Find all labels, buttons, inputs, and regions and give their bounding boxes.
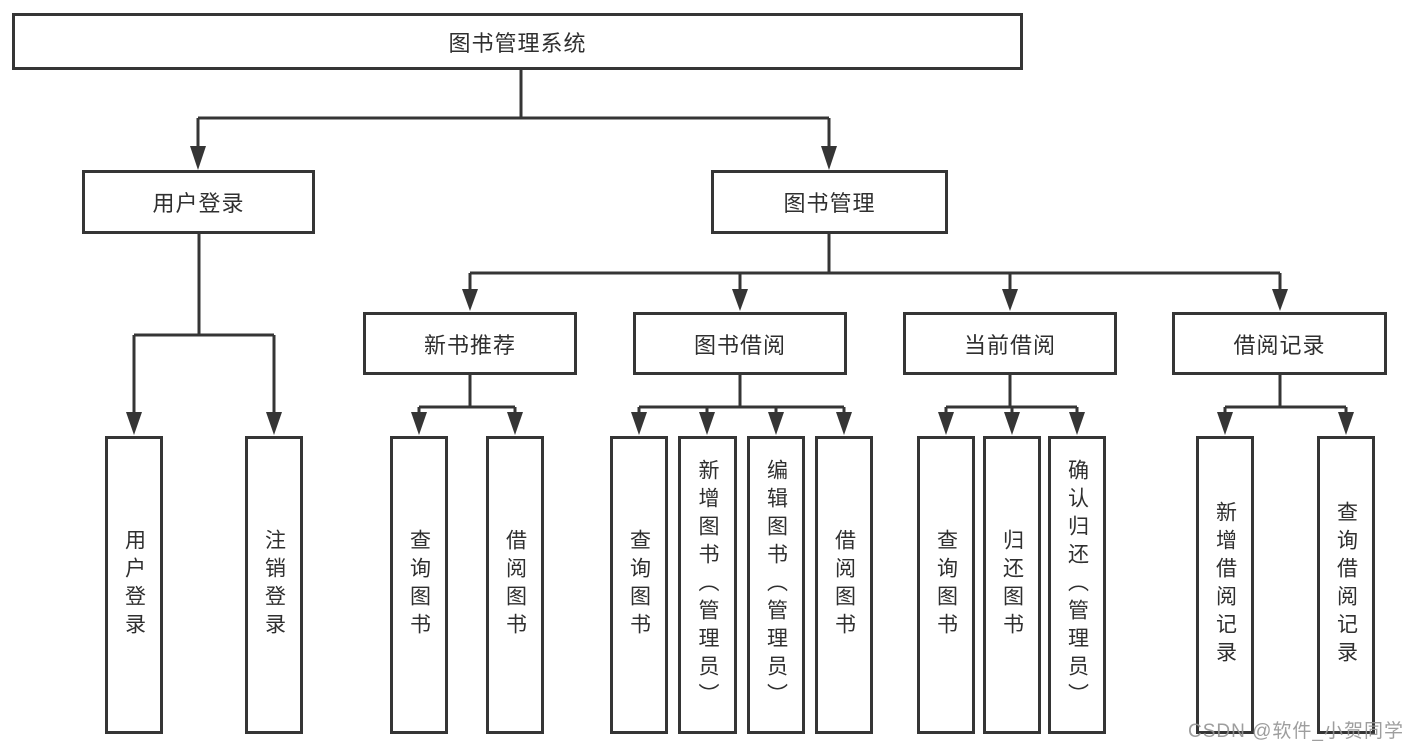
arrowhead-icon [462,289,478,311]
leaf-label: 查询借阅记录 [1334,501,1358,669]
arrowhead-icon [411,412,427,435]
node-book-management-branch: 图书管理 [711,170,948,234]
arrowhead-icon [631,412,647,435]
leaf-label: 借阅图书 [832,529,856,641]
leaf-label: 借阅图书 [503,529,527,641]
node-user-login-branch: 用户登录 [82,170,315,234]
connector-records-leaves [1217,375,1354,435]
leaf-label: 确认归还（管理员） [1065,459,1089,711]
leaf-edit-books-admin: 编辑图书（管理员） [747,436,805,734]
leaf-label: 查询图书 [934,529,958,641]
arrowhead-icon [699,412,715,435]
connector-current-leaves [938,375,1085,435]
node-current-borrowing: 当前借阅 [903,312,1117,375]
leaf-label: 新增图书（管理员） [696,459,719,711]
node-root-system: 图书管理系统 [12,13,1023,70]
node-book-borrowing: 图书借阅 [633,312,847,375]
arrowhead-icon [126,412,142,435]
connector-user-branch [126,234,282,435]
arrowhead-icon [836,412,852,435]
leaf-label: 查询图书 [407,529,431,641]
connector-newbook-leaves [411,375,523,435]
leaf-query-books-borrowing: 查询图书 [610,436,668,734]
arrowhead-icon [266,412,282,435]
leaf-confirm-return-admin: 确认归还（管理员） [1048,436,1106,734]
leaf-label: 编辑图书（管理员） [764,459,788,711]
arrowhead-icon [190,146,206,170]
arrowhead-icon [1217,412,1233,435]
node-borrowing-records: 借阅记录 [1172,312,1387,375]
leaf-label: 归还图书 [1000,529,1024,641]
arrowhead-icon [1004,412,1020,435]
arrowhead-icon [1272,289,1288,311]
arrowhead-icon [1069,412,1085,435]
leaf-label: 新增借阅记录 [1213,501,1237,669]
arrowhead-icon [732,289,748,311]
leaf-add-borrow-record: 新增借阅记录 [1196,436,1254,734]
arrowhead-icon [1002,289,1018,311]
arrowhead-icon [768,412,784,435]
leaf-query-borrow-record: 查询借阅记录 [1317,436,1375,734]
arrowhead-icon [507,412,523,435]
leaf-label: 用户登录 [122,529,146,641]
leaf-query-books-current: 查询图书 [917,436,975,734]
leaf-return-books: 归还图书 [983,436,1041,734]
connector-book-to-sections [462,234,1288,311]
arrowhead-icon [821,146,837,170]
arrowhead-icon [1338,412,1354,435]
connector-borrow-leaves [631,375,852,435]
leaf-user-login: 用户登录 [105,436,163,734]
leaf-label: 注销登录 [262,529,286,641]
csdn-watermark: CSDN @软件_小贺同学 [1188,721,1404,742]
arrowhead-icon [938,412,954,435]
leaf-label: 查询图书 [627,529,651,641]
connector-root-to-level2 [190,69,837,170]
leaf-borrow-books-recommend: 借阅图书 [486,436,544,734]
leaf-logout: 注销登录 [245,436,303,734]
leaf-add-books-admin: 新增图书（管理员） [678,436,737,734]
node-new-book-recommend: 新书推荐 [363,312,577,375]
leaf-query-books-recommend: 查询图书 [390,436,448,734]
leaf-borrow-books: 借阅图书 [815,436,873,734]
